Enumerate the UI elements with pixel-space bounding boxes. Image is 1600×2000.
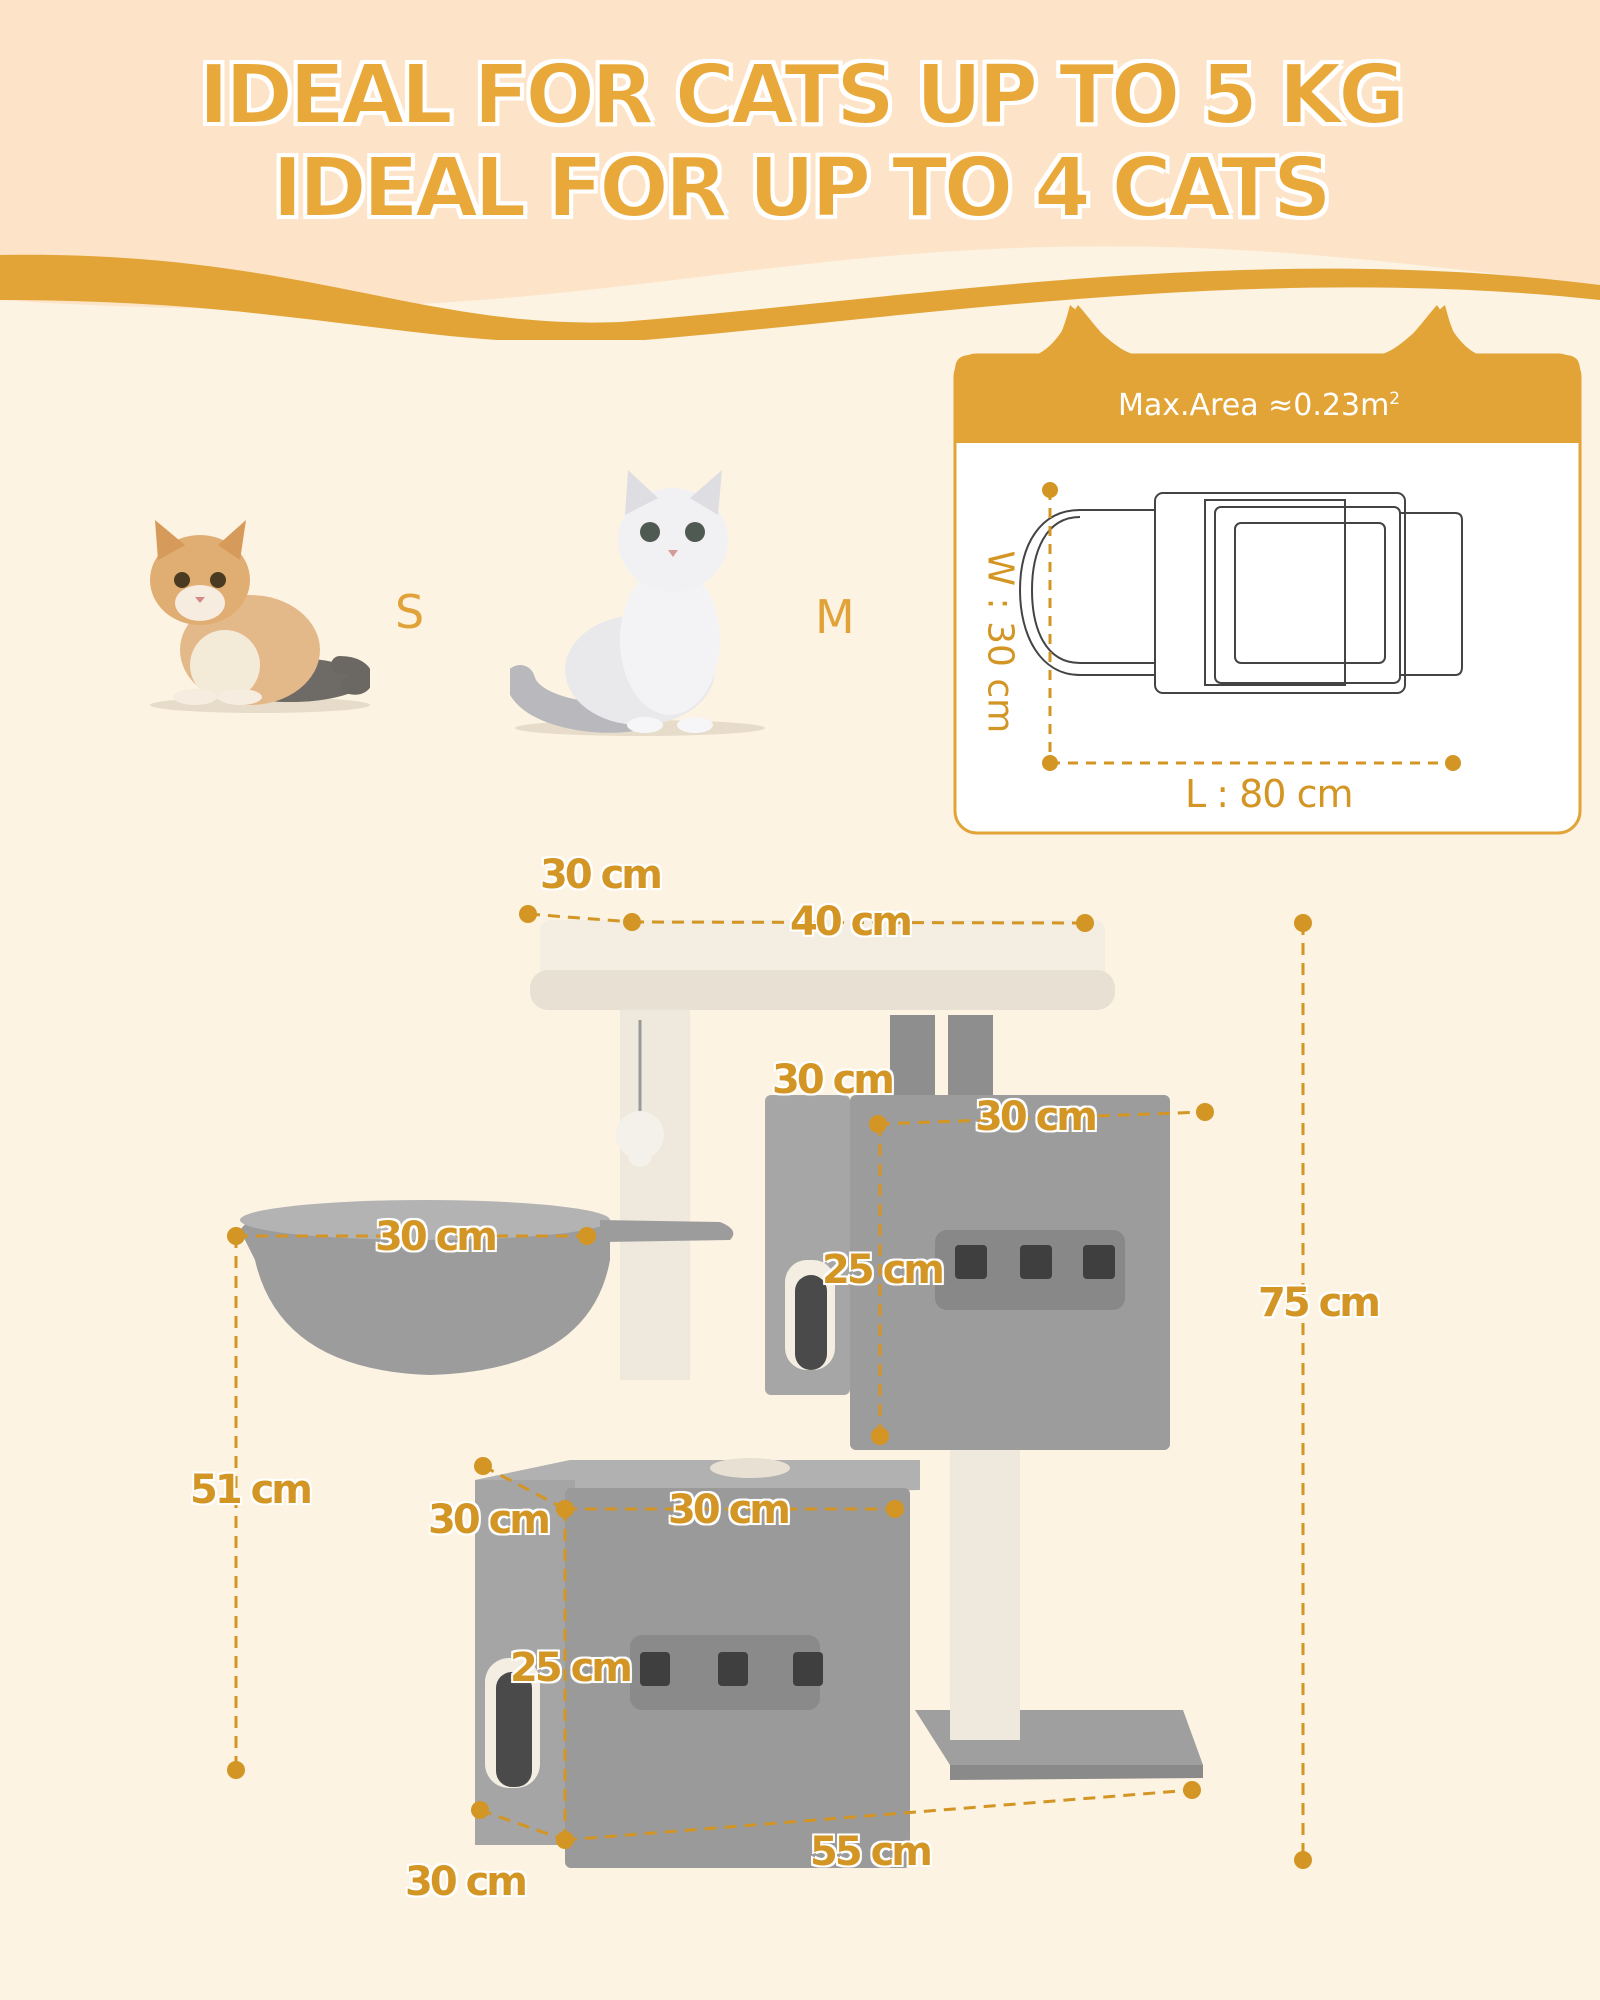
- footprint-card: [953, 305, 1582, 835]
- dim-lower-box-width: 30 cm: [668, 1487, 791, 1533]
- headline-line-1: IDEAL FOR CATS UP TO 5 KG: [198, 48, 1407, 143]
- size-label-m: M: [815, 590, 855, 644]
- dim-upper-box-width: 30 cm: [975, 1094, 1098, 1140]
- header-band: [0, 0, 1600, 340]
- max-area-superscript: 2: [1389, 389, 1401, 409]
- dim-upper-box-height: 25 cm: [822, 1247, 945, 1293]
- medium-cat-image: [510, 470, 765, 736]
- dim-lower-box-height: 25 cm: [510, 1645, 633, 1691]
- dim-base-width: 55 cm: [810, 1829, 933, 1875]
- max-area-label: Max.Area ≈0.23m2: [1118, 388, 1400, 423]
- cat-tree-image: [240, 920, 1203, 1868]
- size-label-s: S: [395, 585, 425, 639]
- dim-lower-box-depth: 30 cm: [428, 1497, 551, 1543]
- max-area-text: Max.Area ≈0.23m: [1118, 388, 1390, 423]
- small-cat-image: [150, 520, 370, 713]
- headline-line-2: IDEAL FOR UP TO 4 CATS: [271, 141, 1333, 236]
- footprint-length-label: L : 80 cm: [1185, 772, 1353, 816]
- dim-basket-width: 30 cm: [375, 1214, 498, 1260]
- dim-total-height: 75 cm: [1258, 1280, 1381, 1326]
- dim-top-depth: 30 cm: [540, 852, 663, 898]
- dim-basket-height: 51 cm: [190, 1467, 313, 1513]
- dim-upper-box-depth: 30 cm: [772, 1057, 895, 1103]
- dim-top-width: 40 cm: [790, 899, 913, 945]
- dim-base-depth: 30 cm: [405, 1859, 528, 1905]
